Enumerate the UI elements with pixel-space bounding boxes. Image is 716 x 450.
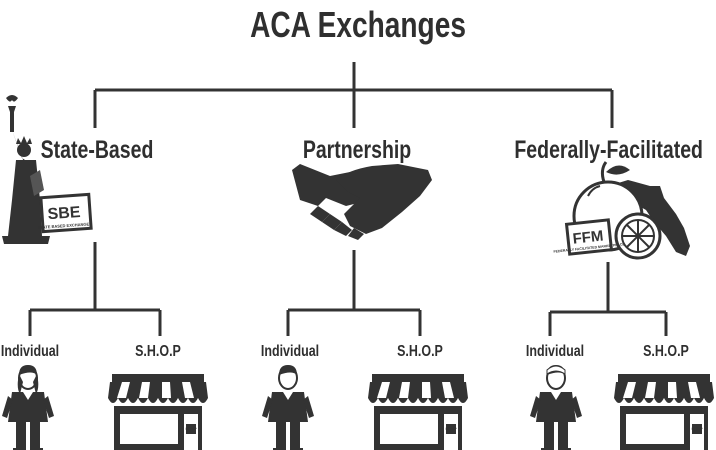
handshake-icon xyxy=(292,164,432,240)
person-icon-1 xyxy=(1,364,55,450)
leaf-label-individual-2: Individual xyxy=(260,343,320,360)
category-label-state-based: State-Based xyxy=(40,136,154,164)
sbe-badge-text: SBE xyxy=(47,204,81,223)
store-sign-text-2: SHOP xyxy=(445,426,457,431)
connector-state-based xyxy=(28,242,162,336)
statue-of-liberty-icon xyxy=(2,95,50,244)
category-label-partnership: Partnership xyxy=(302,136,412,164)
sbe-seal: SBE STATE BASED EXCHANGES xyxy=(38,192,93,234)
leaf-label-shop-1: S.H.O.P xyxy=(135,343,181,360)
category-label-federally-facilitated: Federally-Facilitated xyxy=(514,136,703,164)
storefront-icon-2 xyxy=(368,374,468,450)
page-title: ACA Exchanges xyxy=(250,4,466,45)
person-icon-3 xyxy=(529,364,583,450)
leaf-label-individual-3: Individual xyxy=(525,343,585,360)
connector-partnership xyxy=(286,250,422,336)
ffm-seal: FFM FEDERALLY FACILITATED MARKETPLACE xyxy=(553,218,626,256)
leaf-label-shop-3: S.H.O.P xyxy=(643,343,689,360)
ffm-badge-caption: FEDERALLY FACILITATED MARKETPLACE xyxy=(553,242,625,254)
store-sign-text-3: SHOP xyxy=(691,426,703,431)
ffm-badge-text: FFM xyxy=(572,228,604,248)
storefront-icon-3 xyxy=(614,374,714,450)
leaf-label-shop-2: S.H.O.P xyxy=(397,343,443,360)
storefront-icon-1 xyxy=(108,374,208,450)
leaf-label-individual-1: Individual xyxy=(0,343,60,360)
sbe-badge-caption: STATE BASED EXCHANGES xyxy=(38,221,93,230)
connector-federally-facilitated xyxy=(548,262,668,336)
connector-lines xyxy=(28,62,668,336)
store-sign-text-1: SHOP xyxy=(185,426,197,431)
connector-top xyxy=(93,62,614,128)
person-icon-2 xyxy=(261,364,315,450)
